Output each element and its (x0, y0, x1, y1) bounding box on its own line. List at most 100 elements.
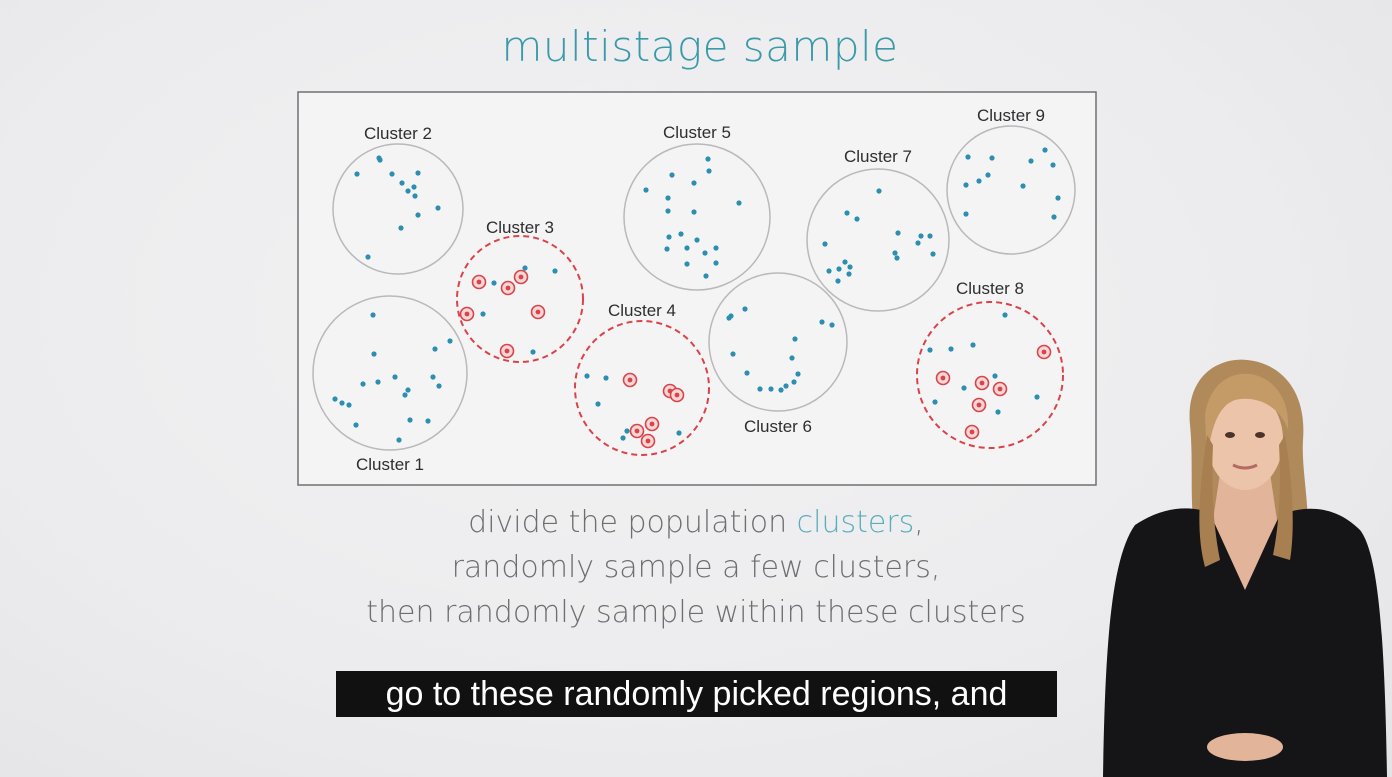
cluster-3-point (480, 311, 486, 317)
cluster-5-point (691, 209, 697, 215)
cluster-6-point (726, 315, 732, 321)
cluster-9-point (1055, 195, 1061, 201)
cluster-3-point (552, 268, 558, 274)
cluster-6-point (783, 383, 789, 389)
cluster-5-point (678, 231, 684, 237)
cluster-9-point (976, 178, 982, 184)
cluster-5-point (706, 168, 712, 174)
cluster-8-point (932, 399, 938, 405)
cluster-9-point (1042, 147, 1048, 153)
cluster-2-point (412, 193, 418, 199)
cluster-7-point (915, 240, 921, 246)
cluster-7-point (842, 259, 848, 265)
cluster-2-point (377, 157, 383, 163)
caption-highlight-clusters: clusters (796, 505, 915, 540)
cluster-1-point (332, 396, 338, 402)
cluster-9: Cluster 9 (946, 106, 1076, 255)
caption-line-1: divide the population clusters, (0, 505, 1392, 540)
cluster-2-point (354, 171, 360, 177)
cluster-9-point (1028, 158, 1034, 164)
cluster-1-point (339, 400, 345, 406)
cluster-9-boundary (946, 125, 1076, 255)
cluster-6: Cluster 6 (708, 272, 848, 436)
cluster-8-sampled-point (979, 380, 985, 386)
presenter-eye-right (1255, 432, 1265, 438)
cluster-3-sampled-point (476, 279, 482, 285)
cluster-1: Cluster 1 (312, 295, 468, 474)
cluster-9-point (985, 172, 991, 178)
cluster-5-point (691, 180, 697, 186)
cluster-5-point (666, 234, 672, 240)
cluster-8-point (948, 346, 954, 352)
cluster-6-point (792, 336, 798, 342)
cluster-5-point (736, 200, 742, 206)
cluster-4-point (595, 401, 601, 407)
cluster-7-boundary (806, 168, 950, 312)
cluster-6-boundary (708, 272, 848, 412)
cluster-3-label: Cluster 3 (486, 218, 554, 237)
cluster-8-point (1002, 312, 1008, 318)
cluster-1-point (447, 338, 453, 344)
cluster-4-sampled-point (645, 438, 651, 444)
cluster-2-point (399, 180, 405, 186)
cluster-6-point (742, 306, 748, 312)
cluster-5-point (713, 260, 719, 266)
cluster-6-point (744, 370, 750, 376)
cluster-4-point (584, 373, 590, 379)
cluster-6-point (778, 387, 784, 393)
cluster-2-point (415, 170, 421, 176)
cluster-3-sampled-point (464, 311, 470, 317)
presenter-mouth (1232, 463, 1258, 470)
cluster-1-point (402, 392, 408, 398)
cluster-5-point (694, 237, 700, 243)
cluster-2-boundary (332, 143, 464, 275)
cluster-7-point (822, 241, 828, 247)
caption-line-1-end: , (914, 505, 924, 540)
cluster-9-point (965, 154, 971, 160)
cluster-1-point (396, 437, 402, 443)
video-subtitle: go to these randomly picked regions, and (336, 671, 1057, 717)
cluster-5-point (669, 172, 675, 178)
presenter-neck (1213, 473, 1277, 590)
cluster-5-point (702, 250, 708, 256)
cluster-6-point (789, 355, 795, 361)
cluster-2-label: Cluster 2 (364, 124, 432, 143)
presenter-hair-right (1273, 435, 1293, 560)
cluster-4-sampled-point (627, 377, 633, 383)
cluster-5-point (684, 245, 690, 251)
cluster-4-sampled-point (634, 428, 640, 434)
cluster-1-boundary (312, 295, 468, 451)
cluster-1-point (392, 374, 398, 380)
cluster-6-point (795, 371, 801, 377)
cluster-2-point (405, 188, 411, 194)
cluster-2-point (389, 171, 395, 177)
cluster-6-label: Cluster 6 (744, 417, 812, 436)
cluster-3-point (522, 265, 528, 271)
cluster-1-point (371, 351, 377, 357)
cluster-7-point (895, 230, 901, 236)
cluster-1-point (375, 379, 381, 385)
cluster-3: Cluster 3 (456, 218, 584, 363)
cluster-1-point (430, 374, 436, 380)
cluster-7-point (892, 250, 898, 256)
presenter-dress (1103, 508, 1387, 777)
cluster-2-point (415, 212, 421, 218)
cluster-1-point (360, 381, 366, 387)
cluster-2-point (411, 184, 417, 190)
cluster-2-point (398, 225, 404, 231)
cluster-8-label: Cluster 8 (956, 279, 1024, 298)
cluster-5: Cluster 5 (623, 123, 771, 291)
cluster-3-sampled-point (505, 285, 511, 291)
cluster-8-sampled-point (997, 386, 1003, 392)
cluster-5-label: Cluster 5 (663, 123, 731, 142)
cluster-2: Cluster 2 (332, 124, 464, 275)
cluster-6-point (819, 319, 825, 325)
cluster-7-point (826, 268, 832, 274)
cluster-2-point (365, 254, 371, 260)
cluster-6-point (829, 322, 835, 328)
cluster-8-point (1034, 394, 1040, 400)
cluster-1-point (346, 402, 352, 408)
cluster-5-point (643, 187, 649, 193)
cluster-8-point (961, 385, 967, 391)
cluster-6-point (768, 386, 774, 392)
